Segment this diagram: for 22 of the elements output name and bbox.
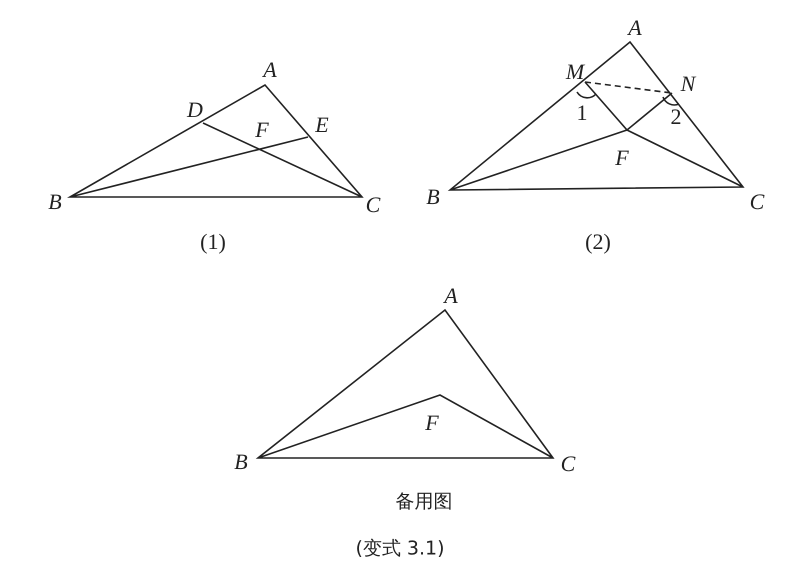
figure-caption: 备用图 [396, 492, 452, 512]
vertex-label: A [263, 59, 277, 81]
vertex-label: B [234, 451, 248, 473]
vertex-label: A [628, 17, 642, 39]
vertex-label: F [615, 147, 629, 169]
vertex-label: C [560, 453, 576, 475]
vertex-label: M [566, 61, 584, 83]
vertex-label: D [187, 99, 203, 121]
vertex-label: B [48, 191, 62, 213]
figure-number: (1) [200, 231, 226, 253]
figure-caption: (变式 3.1) [355, 540, 445, 558]
angle-label: 1 [576, 102, 588, 124]
vertex-label: N [680, 73, 696, 95]
angle-label: 2 [670, 106, 682, 128]
vertex-label: E [315, 114, 329, 136]
vertex-label: C [366, 194, 380, 216]
vertex-label: A [444, 285, 458, 307]
vertex-label: C [750, 191, 764, 213]
vertex-label: F [255, 119, 269, 141]
figure-number: (2) [585, 231, 611, 253]
vertex-label: B [426, 186, 440, 208]
vertex-label: F [425, 412, 439, 434]
